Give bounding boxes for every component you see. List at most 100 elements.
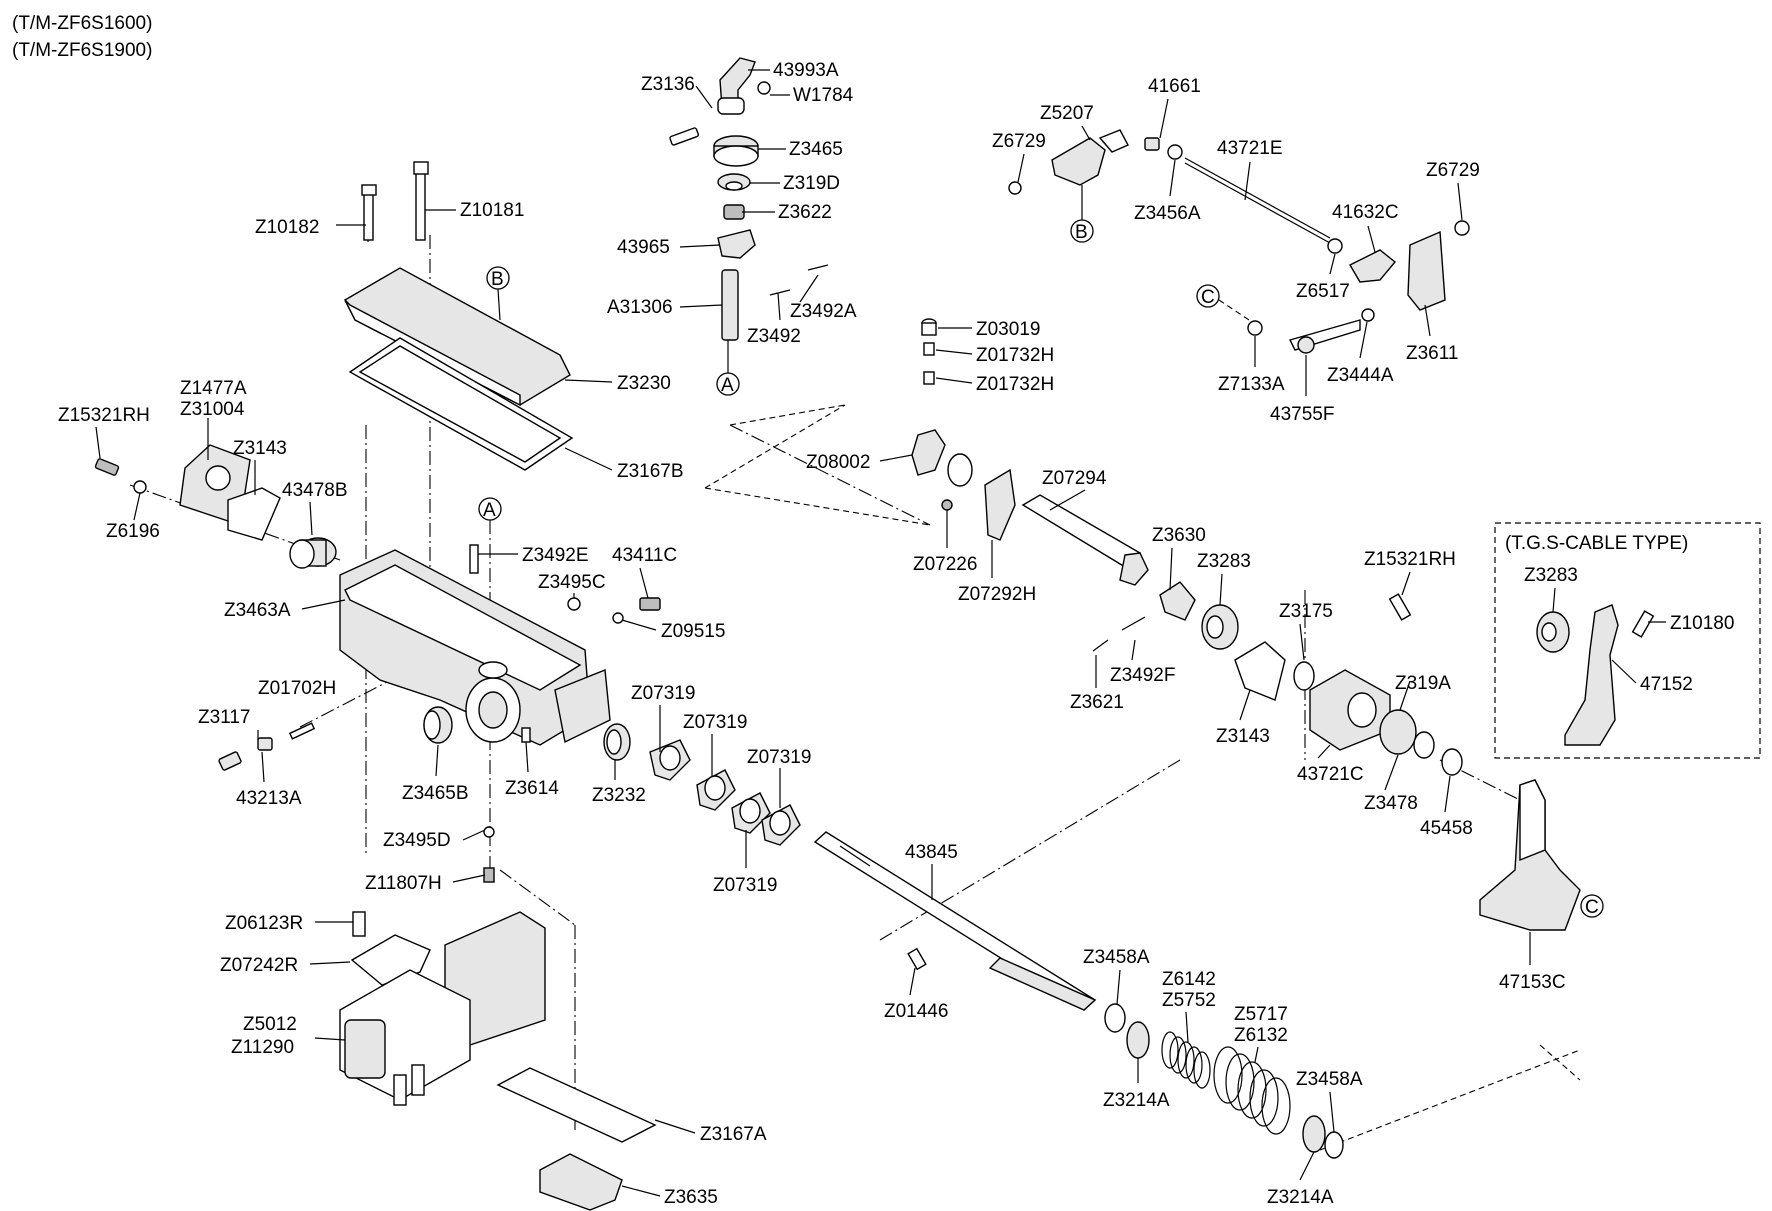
label-43721c: 43721C bbox=[1297, 764, 1364, 785]
label-z3458a-b: Z3458A bbox=[1296, 1069, 1363, 1090]
label-45458: 45458 bbox=[1420, 818, 1473, 839]
svg-text:B: B bbox=[491, 269, 504, 290]
shift-fork-group bbox=[911, 318, 1149, 586]
label-z07319-b: Z07319 bbox=[683, 712, 747, 733]
label-z3492: Z3492 bbox=[747, 326, 801, 347]
label-z1477a: Z1477A bbox=[180, 378, 247, 399]
label-z3143-left: Z3143 bbox=[233, 438, 287, 459]
cover-group bbox=[344, 161, 574, 471]
label-z6729-b: Z6729 bbox=[1426, 160, 1480, 181]
label-43411c: 43411C bbox=[612, 545, 677, 566]
label-z07294: Z07294 bbox=[1042, 468, 1107, 489]
label-z3230: Z3230 bbox=[617, 373, 671, 394]
label-47152: 47152 bbox=[1640, 674, 1693, 695]
detent-plates bbox=[603, 723, 801, 846]
marker-c-right: C bbox=[1580, 894, 1604, 918]
label-43993a: 43993A bbox=[773, 60, 839, 81]
label-47153c: 47153C bbox=[1499, 972, 1566, 993]
label-z3635: Z3635 bbox=[664, 1187, 718, 1208]
label-z6142: Z6142 bbox=[1162, 969, 1216, 990]
label-z3465b: Z3465B bbox=[402, 783, 469, 804]
label-43845: 43845 bbox=[905, 842, 958, 863]
marker-c-top: C bbox=[1196, 284, 1253, 323]
label-z07242r: Z07242R bbox=[220, 955, 298, 976]
label-z3232: Z3232 bbox=[592, 785, 646, 806]
label-z3214a-a: Z3214A bbox=[1103, 1090, 1170, 1111]
model-code-1: (T/M-ZF6S1600) bbox=[12, 13, 152, 34]
leaders-top-center bbox=[679, 69, 819, 321]
label-z01732h-a: Z01732H bbox=[976, 345, 1054, 366]
label-z10181: Z10181 bbox=[460, 200, 524, 221]
inset-title: (T.G.S-CABLE TYPE) bbox=[1505, 533, 1688, 554]
label-z07319-d: Z07319 bbox=[713, 875, 777, 896]
label-z06123r: Z06123R bbox=[225, 913, 303, 934]
svg-text:A: A bbox=[483, 500, 496, 521]
label-z319a: Z319A bbox=[1395, 673, 1451, 694]
label-z11807h: Z11807H bbox=[365, 873, 442, 894]
label-43721e: 43721E bbox=[1217, 138, 1283, 159]
label-43213a: 43213A bbox=[236, 788, 302, 809]
marker-a-left: A bbox=[478, 497, 502, 521]
label-z6196: Z6196 bbox=[106, 521, 160, 542]
label-z5717: Z5717 bbox=[1234, 1004, 1288, 1025]
label-z3167b: Z3167B bbox=[617, 461, 684, 482]
label-a31306: A31306 bbox=[607, 297, 673, 318]
label-z3458a-a: Z3458A bbox=[1083, 947, 1150, 968]
label-z08002: Z08002 bbox=[806, 452, 870, 473]
label-z07319-c: Z07319 bbox=[747, 747, 811, 768]
label-z01702h: Z01702H bbox=[258, 678, 336, 699]
label-z3214a-b: Z3214A bbox=[1267, 1187, 1334, 1208]
marker-b-top: B bbox=[486, 266, 510, 321]
label-z09515: Z09515 bbox=[661, 621, 725, 642]
label-z3175: Z3175 bbox=[1279, 601, 1333, 622]
label-z3492a: Z3492A bbox=[790, 301, 857, 322]
label-leaders bbox=[95, 98, 1666, 1197]
label-z3444a: Z3444A bbox=[1327, 365, 1394, 386]
marker-b-right: B bbox=[1070, 185, 1094, 243]
label-z11290: Z11290 bbox=[231, 1037, 294, 1058]
main-shaft bbox=[813, 831, 1097, 1011]
label-z3622: Z3622 bbox=[778, 202, 832, 223]
label-z01732h-b: Z01732H bbox=[976, 374, 1054, 395]
svg-text:A: A bbox=[721, 375, 734, 396]
linkage-group bbox=[1008, 129, 1470, 354]
label-z6517: Z6517 bbox=[1296, 281, 1350, 302]
label-z5207: Z5207 bbox=[1040, 103, 1094, 124]
label-z3463a: Z3463A bbox=[224, 600, 291, 621]
label-z31004: Z31004 bbox=[180, 399, 245, 420]
tgs-inset: (T.G.S-CABLE TYPE) bbox=[1494, 522, 1761, 759]
svg-text:C: C bbox=[1585, 897, 1599, 918]
label-z07319-a: Z07319 bbox=[631, 683, 695, 704]
label-z3614: Z3614 bbox=[505, 778, 559, 799]
model-code-2: (T/M-ZF6S1900) bbox=[12, 40, 152, 61]
label-z3611: Z3611 bbox=[1406, 343, 1458, 364]
label-z6729-a: Z6729 bbox=[992, 131, 1046, 152]
label-z3283: Z3283 bbox=[1197, 551, 1251, 572]
fork-lever bbox=[1479, 779, 1581, 931]
spring-group bbox=[1104, 1003, 1344, 1159]
label-z319d: Z319D bbox=[783, 173, 840, 194]
svg-text:C: C bbox=[1201, 287, 1215, 308]
label-z10182: Z10182 bbox=[255, 217, 319, 238]
left-flange-group bbox=[94, 444, 337, 569]
label-z3167a: Z3167A bbox=[700, 1124, 767, 1145]
label-z5752: Z5752 bbox=[1162, 990, 1216, 1011]
marker-a-top: A bbox=[716, 340, 740, 396]
label-z03019: Z03019 bbox=[976, 319, 1040, 340]
actuator-group bbox=[339, 826, 657, 1211]
label-43478b: 43478B bbox=[282, 480, 348, 501]
label-z6132: Z6132 bbox=[1234, 1025, 1288, 1046]
main-housing bbox=[218, 544, 661, 771]
label-z3495d: Z3495D bbox=[383, 830, 451, 851]
label-z01446: Z01446 bbox=[884, 1001, 948, 1022]
label-z7133a: Z7133A bbox=[1218, 374, 1285, 395]
shift-lever-group bbox=[669, 57, 829, 341]
label-43755f: 43755F bbox=[1270, 404, 1334, 425]
label-z3492f: Z3492F bbox=[1110, 665, 1175, 686]
label-z3492e: Z3492E bbox=[522, 545, 589, 566]
label-43965: 43965 bbox=[617, 237, 670, 258]
label-z07226: Z07226 bbox=[913, 554, 977, 575]
part-labels: Z3136 43993A W1784 Z3465 Z319D Z3622 439… bbox=[58, 60, 1734, 1208]
label-z10180: Z10180 bbox=[1670, 613, 1734, 634]
